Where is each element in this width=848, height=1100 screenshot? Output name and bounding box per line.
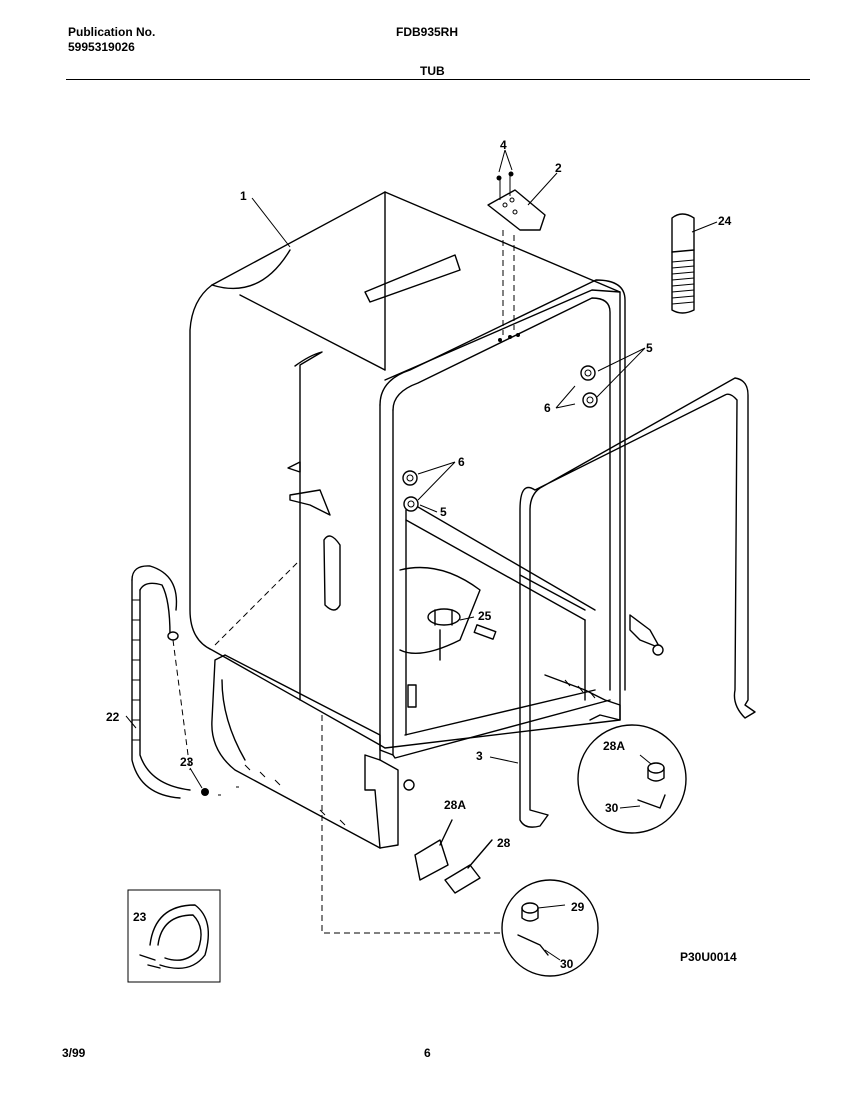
callout-23-hose: 23 xyxy=(180,755,194,769)
callout-28: 28 xyxy=(497,836,511,850)
callout-24: 24 xyxy=(718,214,732,228)
tub-body xyxy=(189,191,621,749)
callout-labels: 1 2 3 4 5 5 6 6 22 23 23 24 25 28 28A 28… xyxy=(106,138,737,971)
callout-23-inset: 23 xyxy=(133,910,147,924)
section-title: TUB xyxy=(420,64,445,78)
callout-30-lower: 30 xyxy=(560,957,574,971)
clamp-inset-box xyxy=(127,889,221,983)
door-frame xyxy=(379,279,626,759)
figure-id: P30U0014 xyxy=(680,950,737,964)
callout-25: 25 xyxy=(478,609,492,623)
callout-29: 29 xyxy=(571,900,585,914)
spring-part-24 xyxy=(671,213,695,314)
publication-label: Publication No. xyxy=(68,25,156,39)
page-number: 6 xyxy=(424,1046,431,1060)
detail-circle-29 xyxy=(501,879,599,977)
detail-circle-29a xyxy=(577,724,687,834)
gasket-part-3 xyxy=(519,377,756,828)
publication-number: 5995319026 xyxy=(68,40,135,54)
callout-5-lower: 5 xyxy=(440,505,447,519)
base-frame xyxy=(211,614,664,849)
callout-22: 22 xyxy=(106,710,120,724)
callout-1: 1 xyxy=(240,189,247,203)
hose-part-22 xyxy=(131,565,239,799)
sump-area xyxy=(399,566,497,708)
callout-30-upper: 30 xyxy=(605,801,619,815)
model-number: FDB935RH xyxy=(396,25,459,39)
callout-28a: 28A xyxy=(444,798,466,812)
callout-3: 3 xyxy=(476,749,483,763)
callout-6-upper: 6 xyxy=(544,401,551,415)
callout-4: 4 xyxy=(500,138,507,152)
callout-2: 2 xyxy=(555,161,562,175)
rollers-parts-5-6 xyxy=(402,365,598,512)
leader-lines xyxy=(125,149,718,789)
callout-6-lower: 6 xyxy=(458,455,465,469)
callout-28a-detail: 28A xyxy=(603,739,625,753)
header-rule xyxy=(66,79,810,80)
footer-date: 3/99 xyxy=(62,1046,86,1060)
callout-5-upper: 5 xyxy=(646,341,653,355)
clip-parts-28 xyxy=(321,715,520,934)
bracket-part-2 xyxy=(487,171,546,342)
